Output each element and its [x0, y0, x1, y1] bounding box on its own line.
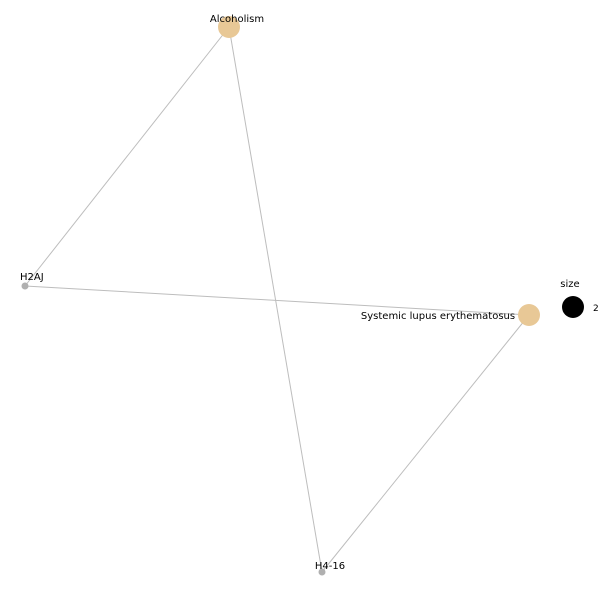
- legend-size-marker: [562, 296, 584, 318]
- edge-sle-h4-16: [321, 314, 530, 573]
- edge-alcoholism-h4-16: [228, 26, 323, 573]
- node-label-h4-16: H4-16: [315, 561, 345, 572]
- edges-layer: [24, 26, 530, 573]
- node-h4-16[interactable]: [318, 568, 326, 576]
- edge-h2aj-sle: [24, 285, 530, 316]
- node-label-alcoholism: Alcoholism: [210, 14, 264, 25]
- node-label-sle: Systemic lupus erythematosus: [361, 311, 515, 322]
- node-h2aj[interactable]: [21, 282, 29, 290]
- nodes-layer: [21, 16, 540, 576]
- edge-alcoholism-h2aj: [24, 26, 230, 287]
- node-alcoholism[interactable]: [218, 16, 240, 38]
- labels-layer: Alcoholism H2AJ Systemic lupus erythemat…: [20, 14, 515, 572]
- size-legend: size 2: [560, 279, 599, 318]
- node-label-h2aj: H2AJ: [20, 272, 44, 283]
- legend-size-value: 2: [593, 304, 599, 314]
- legend-title: size: [560, 279, 579, 290]
- node-sle[interactable]: [518, 304, 540, 326]
